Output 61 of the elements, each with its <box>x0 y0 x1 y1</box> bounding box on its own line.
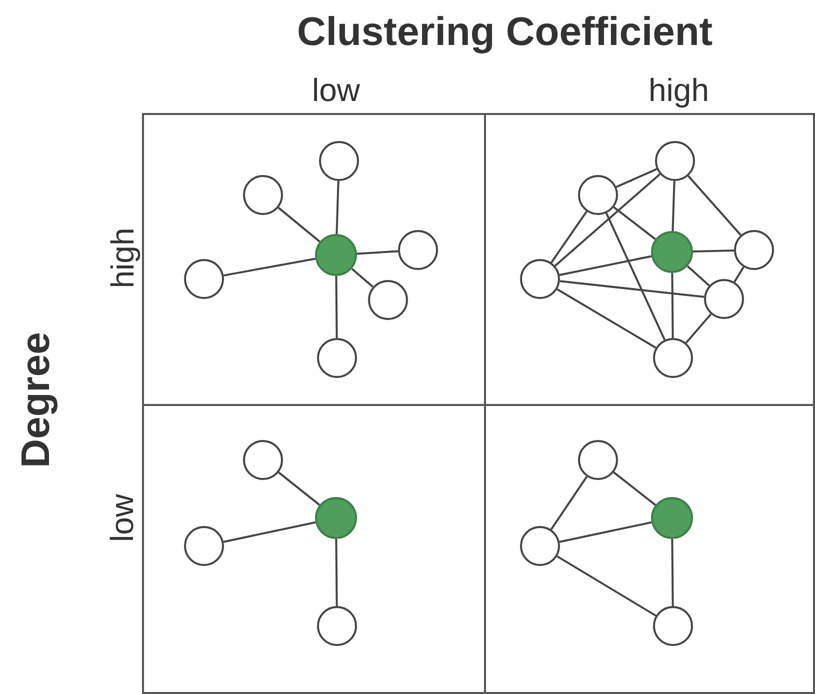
network-node <box>520 526 560 566</box>
quadrant-panel <box>484 113 815 406</box>
connector-line <box>685 313 712 344</box>
row-header: low <box>106 494 138 542</box>
central-node <box>651 497 693 539</box>
connector-line <box>613 206 656 240</box>
connector-line <box>278 206 320 242</box>
connector-line <box>278 472 320 506</box>
central-node <box>651 231 693 273</box>
network-node <box>368 280 408 320</box>
connector-line <box>336 180 340 234</box>
connector-line <box>223 521 316 543</box>
connector-line <box>559 255 652 276</box>
network-node <box>578 175 618 215</box>
connector-line <box>672 180 676 232</box>
column-header: low <box>312 74 360 106</box>
connector-line <box>671 538 674 606</box>
connector-line <box>335 276 338 338</box>
connector-line <box>550 476 588 530</box>
connector-line <box>688 175 742 236</box>
network-node <box>243 440 283 480</box>
connector-line <box>335 538 338 606</box>
connector-line <box>692 250 734 252</box>
network-node <box>734 230 774 270</box>
connector-line <box>556 555 656 617</box>
connector-line <box>613 472 656 506</box>
connector-line <box>559 521 652 543</box>
connector-line <box>616 168 658 188</box>
connector-line <box>560 280 704 298</box>
network-node <box>243 175 283 215</box>
connector-line <box>686 265 710 286</box>
network-node <box>520 259 560 299</box>
quadrant-panel <box>142 404 486 694</box>
network-node <box>317 606 357 646</box>
network-node <box>317 338 357 378</box>
central-node <box>315 234 357 276</box>
quadrant-panel <box>142 113 486 406</box>
connector-line <box>351 268 374 288</box>
connector-line <box>556 288 656 349</box>
row-header: high <box>106 228 138 288</box>
network-node <box>184 526 224 566</box>
column-header: high <box>648 74 709 106</box>
connector-line <box>356 250 398 255</box>
network-node <box>653 338 693 378</box>
network-node <box>655 141 695 181</box>
network-node <box>653 606 693 646</box>
connector-line <box>550 210 588 264</box>
connector-line <box>224 258 316 276</box>
connector-line <box>605 212 666 340</box>
central-node <box>315 497 357 539</box>
axis-title: Degree <box>16 332 56 468</box>
network-node <box>704 279 744 319</box>
connector-line <box>554 173 661 267</box>
network-node <box>184 259 224 299</box>
axis-title: Clustering Coefficient <box>297 12 713 52</box>
network-node <box>398 230 438 270</box>
network-node <box>319 141 359 181</box>
connector-line <box>734 266 744 282</box>
network-node <box>578 440 618 480</box>
connector-line <box>671 273 674 338</box>
quadrant-panel <box>484 404 815 694</box>
